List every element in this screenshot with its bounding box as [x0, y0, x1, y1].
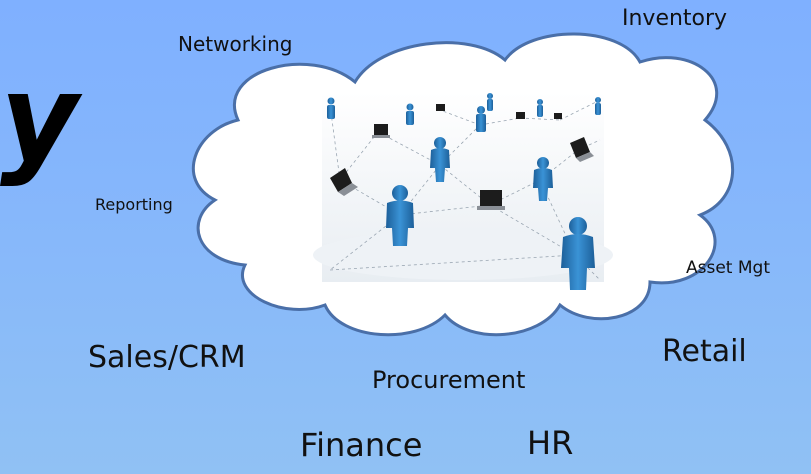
laptop-icon: [570, 137, 594, 162]
person-icon: [537, 99, 543, 117]
laptop-icon: [516, 112, 525, 119]
laptop-icon: [330, 168, 358, 196]
laptop-icon: [477, 190, 505, 210]
label-asset-mgt: Asset Mgt: [686, 258, 770, 278]
label-retail: Retail: [662, 334, 747, 369]
network-photo: [313, 92, 613, 290]
label-hr: HR: [527, 424, 574, 462]
person-icon: [533, 157, 553, 201]
person-icon: [406, 103, 414, 125]
person-icon: [561, 217, 595, 290]
person-icon: [595, 97, 601, 115]
laptop-icon: [436, 104, 445, 111]
partial-title-glyph: y: [0, 50, 79, 189]
label-reporting: Reporting: [95, 195, 173, 214]
label-finance: Finance: [300, 426, 423, 464]
people: [327, 93, 601, 290]
laptop-icon: [372, 124, 390, 138]
person-icon: [430, 137, 450, 182]
person-icon: [327, 97, 335, 119]
label-networking: Networking: [178, 32, 293, 56]
laptop-icon: [554, 113, 562, 119]
person-icon: [487, 93, 493, 111]
label-sales-crm: Sales/CRM: [88, 340, 246, 375]
label-procurement: Procurement: [372, 366, 526, 394]
person-icon: [386, 185, 414, 246]
person-icon: [476, 106, 486, 132]
label-inventory: Inventory: [622, 6, 728, 31]
laptops: [330, 104, 594, 210]
